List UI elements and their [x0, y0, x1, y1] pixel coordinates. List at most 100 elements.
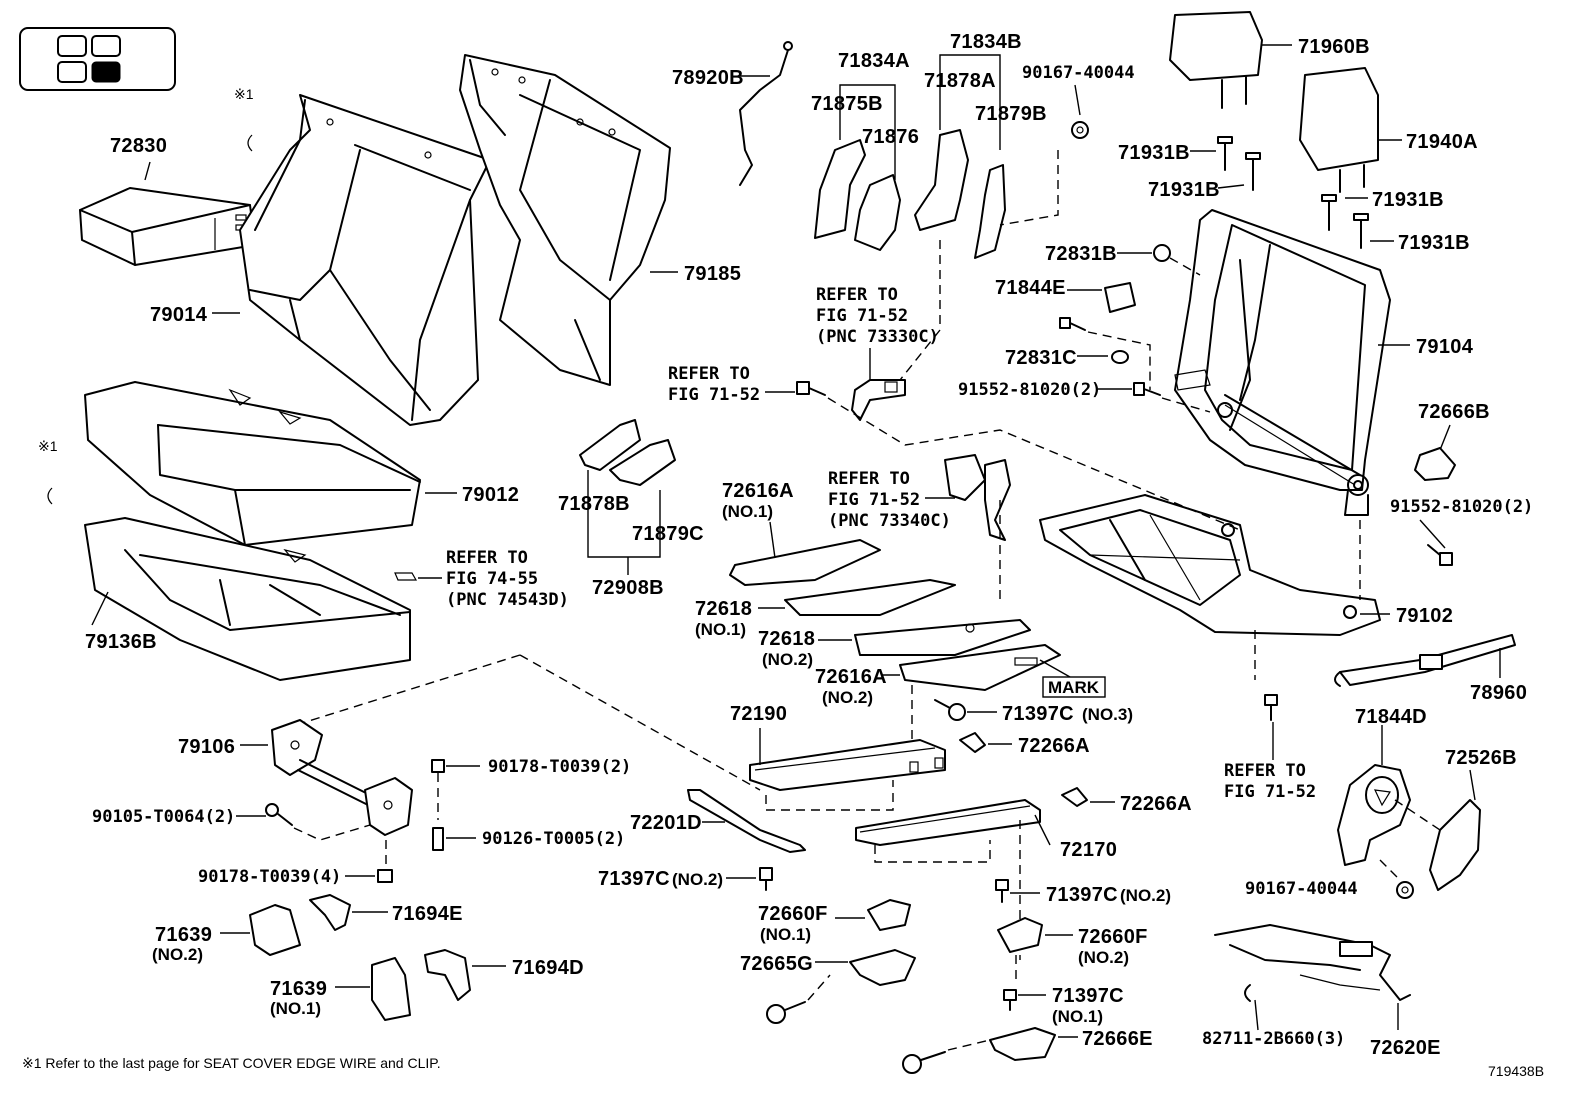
bolt-icon: [1059, 317, 1086, 331]
label-79106: 79106: [178, 736, 235, 758]
label-71397C-2a-no: (NO.2): [672, 870, 723, 889]
label-71879B: 71879B: [975, 103, 1047, 125]
cover-71694E-shape: [309, 894, 351, 931]
label-72526B: 72526B: [1445, 747, 1517, 769]
clip-icon: [1071, 121, 1089, 139]
nut-icon: [431, 759, 445, 773]
refer-73340C-line2: FIG 71-52: [828, 490, 920, 510]
rail-cover-72616A-no1-shape: [729, 539, 881, 586]
headrest-support-icon: [1217, 136, 1369, 249]
label-72618-1: 72618: [695, 598, 752, 620]
strap-shape: [1334, 634, 1516, 687]
label-72190: 72190: [730, 703, 787, 725]
clip-icon: [959, 732, 986, 753]
label-72666B: 72666B: [1418, 401, 1490, 423]
label-72620E: 72620E: [1370, 1037, 1441, 1059]
label-72616A-2-no: (NO.2): [822, 688, 873, 707]
label-90126: 90126-T0005(2): [482, 829, 625, 849]
bolt-icon: [995, 879, 1009, 903]
label-71397C-2b-no: (NO.2): [1120, 886, 1171, 905]
trim-cover-71876-shape: [854, 174, 901, 251]
label-72660F-2-no: (NO.2): [1078, 948, 1129, 967]
washer-icon: [1111, 350, 1129, 364]
seat-cushion-shape: [84, 381, 421, 546]
label-72660F-1-no: (NO.1): [760, 925, 811, 944]
refer-fig-71-52-b-line2: FIG 71-52: [1224, 782, 1316, 802]
label-79104: 79104: [1416, 336, 1474, 358]
label-71397C-3: 71397C: [1002, 703, 1074, 725]
label-90167-bottom: 90167-40044: [1245, 879, 1358, 899]
label-71694D: 71694D: [512, 957, 584, 979]
label-79012: 79012: [462, 484, 519, 506]
label-71876: 71876: [862, 126, 919, 148]
label-72618-2-no: (NO.2): [762, 650, 813, 669]
label-72266A-1: 72266A: [1018, 735, 1090, 757]
refer-73330C-line3: (PNC 73330C): [816, 327, 939, 347]
label-71878B: 71878B: [558, 493, 630, 515]
diagram-id: 719438B: [1488, 1063, 1544, 1079]
latch-icon: [867, 899, 911, 931]
latch-icon: [997, 917, 1043, 953]
bolt-icon: [759, 867, 773, 891]
bracket-icon: [1414, 447, 1456, 481]
refer-73340C-line3: (PNC 73340C): [828, 511, 951, 531]
cushion-frame-shape: [1039, 494, 1381, 636]
cover-71694D-shape: [424, 949, 471, 1001]
seatback-shape: [239, 94, 491, 426]
headrest-71940A-shape: [1299, 67, 1379, 193]
clip-icon: [47, 487, 53, 505]
label-71639-2-no: (NO.2): [152, 945, 203, 964]
seatback-frame-shape: [1174, 209, 1391, 516]
refer-fig-74-55-line2: FIG 74-55: [446, 569, 538, 589]
bolt-icon: [1264, 694, 1278, 721]
label-72616A-1: 72616A: [722, 480, 794, 502]
label-72665G: 72665G: [740, 953, 813, 975]
clip-icon: [1396, 881, 1414, 899]
seatbelt-buckle-icon: [851, 379, 906, 421]
label-72831C: 72831C: [1005, 347, 1077, 369]
label-71879C: 71879C: [632, 523, 704, 545]
bolt-icon: [265, 803, 293, 826]
label-78960: 78960: [1470, 682, 1527, 704]
bolt-icon: [1427, 544, 1453, 566]
label-71931B-3: 71931B: [1372, 189, 1444, 211]
cover-71639-no1-shape: [371, 957, 411, 1021]
knob-shape: [1429, 799, 1481, 891]
label-72660F-2: 72660F: [1078, 926, 1148, 948]
label-71639-1: 71639: [270, 978, 327, 1000]
label-72201D: 72201D: [630, 812, 702, 834]
label-71931B-4: 71931B: [1398, 232, 1470, 254]
refer-fig-71-52-a-line2: FIG 71-52: [668, 385, 760, 405]
recliner-cover-shape: [1337, 764, 1411, 866]
cover-72665G-icon: [849, 949, 916, 986]
note-marker-top: ※1: [234, 86, 254, 102]
screw-icon: [902, 1051, 946, 1074]
label-71931B-1: 71931B: [1118, 142, 1190, 164]
screw-icon: [766, 1001, 806, 1024]
label-71931B-2: 71931B: [1148, 179, 1220, 201]
trim-cover-71878A-shape: [914, 129, 969, 231]
label-90178-2: 90178-T0039(2): [488, 757, 631, 777]
release-cable-shape: [739, 41, 793, 186]
label-71844E: 71844E: [995, 277, 1066, 299]
bolt-icon: [1133, 382, 1161, 396]
wire-harness-shape: [1214, 924, 1411, 1001]
label-71844D: 71844D: [1355, 706, 1427, 728]
refer-fig-74-55-line3: (PNC 74543D): [446, 590, 569, 610]
refer-73330C-line2: FIG 71-52: [816, 306, 908, 326]
label-71397C-3-no: (NO.3): [1082, 705, 1133, 724]
nut-icon: [1153, 244, 1171, 262]
label-71639-1-no: (NO.1): [270, 999, 321, 1018]
label-72618-1-no: (NO.1): [695, 620, 746, 639]
label-71397C-1-no: (NO.1): [1052, 1007, 1103, 1026]
armrest-shape: [79, 187, 256, 266]
label-72660F-1: 72660F: [758, 903, 828, 925]
rail-cover-72618-no2-shape: [854, 619, 1031, 656]
label-72616A-2: 72616A: [815, 666, 887, 688]
trim-cover-71875B-shape: [814, 139, 866, 239]
label-71694E: 71694E: [392, 903, 463, 925]
label-79136B: 79136B: [85, 631, 157, 653]
seatbelt-buckle-icon: [944, 454, 1011, 541]
footnote: ※1 Refer to the last page for SEAT COVER…: [22, 1055, 441, 1071]
refer-fig-71-52-b-line1: REFER TO: [1224, 761, 1306, 781]
